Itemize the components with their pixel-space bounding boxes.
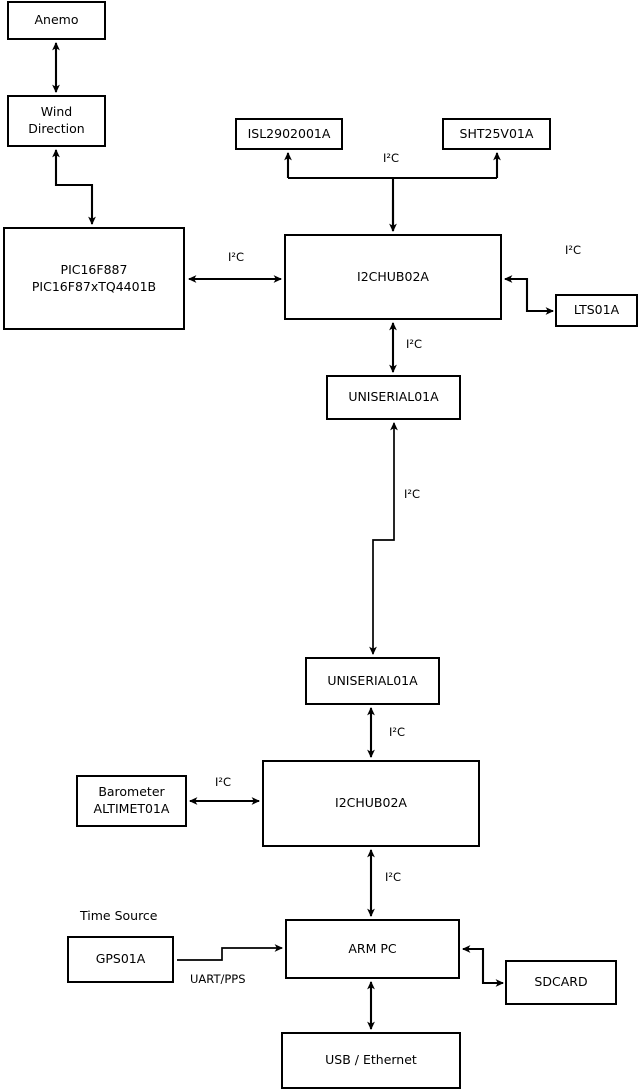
node-sht25v01a[interactable]: SHT25V01A xyxy=(442,118,551,150)
edge-label-hub-lts: I²C xyxy=(565,243,582,257)
node-isl2902001a[interactable]: ISL2902001A xyxy=(235,118,343,150)
node-sdcard[interactable]: SDCARD xyxy=(505,960,617,1005)
edge-hubtop-lts xyxy=(504,275,554,315)
node-wind-direction[interactable]: Wind Direction xyxy=(7,95,106,147)
edge-label-hub-uniserial: I²C xyxy=(406,337,423,351)
node-uniserial01a-upper[interactable]: UNISERIAL01A xyxy=(326,375,461,420)
node-pic-mcu[interactable]: PIC16F887 PIC16F87xTQ4401B xyxy=(3,227,185,330)
edge-label-hub2-armpc: I²C xyxy=(385,870,402,884)
edge-label-gps-armpc: UART/PPS xyxy=(190,972,246,986)
edge-label-uniserial-hub2: I²C xyxy=(389,725,406,739)
node-arm-pc[interactable]: ARM PC xyxy=(285,919,460,979)
node-i2chub02a-bottom[interactable]: I2CHUB02A xyxy=(262,760,480,847)
edge-wind-pic xyxy=(52,149,96,225)
node-barometer-altimet01a[interactable]: Barometer ALTIMET01A xyxy=(76,775,187,827)
node-gps01a[interactable]: GPS01A xyxy=(67,936,174,983)
node-usb-ethernet[interactable]: USB / Ethernet xyxy=(281,1032,461,1089)
edge-label-pic-hub: I²C xyxy=(228,250,245,264)
node-lts01a[interactable]: LTS01A xyxy=(555,294,638,327)
edge-gps-armpc xyxy=(177,944,283,961)
node-uniserial01a-lower[interactable]: UNISERIAL01A xyxy=(305,657,440,705)
label-time-source: Time Source xyxy=(80,908,158,923)
edge-uniserial-link xyxy=(369,422,398,655)
node-anemo[interactable]: Anemo xyxy=(7,1,106,40)
edge-label-hub-sensors: I²C xyxy=(383,151,400,165)
node-i2chub02a-top[interactable]: I2CHUB02A xyxy=(284,234,502,320)
edge-label-uniserial-link: I²C xyxy=(404,487,421,501)
edge-label-barometer-hub: I²C xyxy=(215,775,232,789)
edge-armpc-sdcard xyxy=(462,945,504,987)
